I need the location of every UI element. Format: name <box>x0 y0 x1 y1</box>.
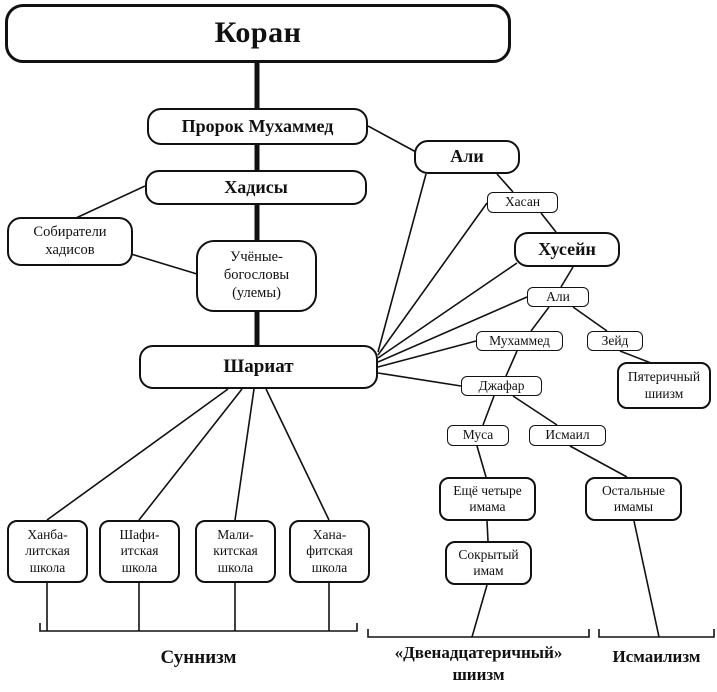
node-musa: Муса <box>447 425 509 446</box>
node-shafii-school: Шафи- итская школа <box>99 520 180 583</box>
node-ali-caliph: Али <box>414 140 520 174</box>
node-jafar: Джафар <box>461 376 542 396</box>
node-hasan: Хасан <box>487 192 558 213</box>
node-muhammad-imam: Мухаммед <box>476 331 563 351</box>
node-sharia: Шариат <box>139 345 378 389</box>
node-husayn: Хусейн <box>514 232 620 267</box>
node-maliki-school: Мали- китская школа <box>195 520 276 583</box>
node-zayd: Зейд <box>587 331 643 351</box>
node-prophet-muhammad: Пророк Мухаммед <box>147 108 368 145</box>
group-label-twelver-shiism: «Двенадцатеричный» шиизм <box>394 643 563 685</box>
node-four-more-imams: Ещё четыре имама <box>439 477 536 521</box>
node-ali-imam: Али <box>527 287 589 307</box>
node-hadiths: Хадисы <box>145 170 367 205</box>
node-remaining-imams: Остальные имамы <box>585 477 682 521</box>
node-ismail: Исмаил <box>529 425 606 446</box>
node-koran: Коран <box>5 4 511 63</box>
node-hadith-collectors: Собиратели хадисов <box>7 217 133 266</box>
node-hidden-imam: Сокрытый имам <box>445 541 532 585</box>
node-hanafi-school: Хана- фитская школа <box>289 520 370 583</box>
group-label-ismailism: Исмаилизм <box>612 647 701 666</box>
node-ulema: Учёные- богословы (улемы) <box>196 240 317 312</box>
node-fiver-shiism: Пятеричный шиизм <box>617 362 711 409</box>
group-label-sunnism: Суннизм <box>160 647 237 668</box>
node-hanbali-school: Ханба- литская школа <box>7 520 88 583</box>
